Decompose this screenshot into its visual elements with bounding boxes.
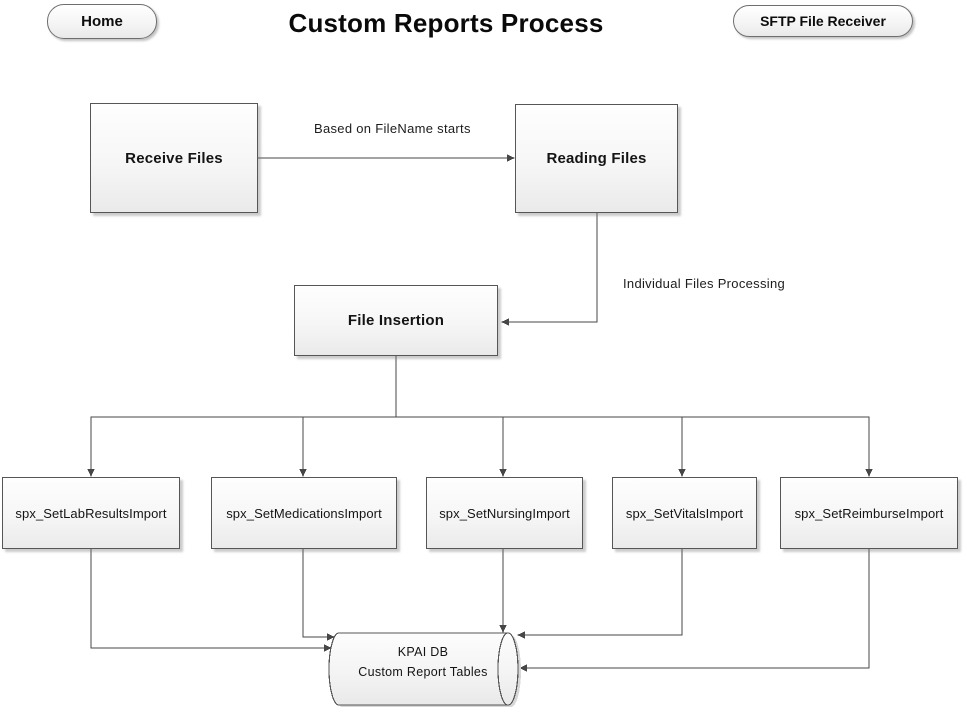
database-subtitle: Custom Report Tables: [358, 665, 488, 679]
node-spx-setreimburseimport: spx_SetReimburseImport: [780, 477, 958, 549]
database-node-label: KPAI DB Custom Report Tables: [338, 642, 508, 682]
connector-vitals-to-db: [525, 549, 683, 636]
arrowhead-db-left-upper: [327, 633, 335, 641]
page-title: Custom Reports Process: [288, 8, 604, 38]
connector-labresults-to-db: [90, 549, 324, 649]
edge-label-individual-files: Individual Files Processing: [623, 276, 786, 291]
connector-reimburse-to-db: [527, 549, 870, 669]
database-name: KPAI DB: [397, 645, 449, 659]
database-cylinder: [328, 632, 521, 707]
database-right-cap: [497, 632, 519, 706]
connector-medications-to-db: [302, 549, 327, 638]
home-button[interactable]: Home: [47, 4, 157, 39]
database-body: [339, 633, 508, 705]
node-reading-files: Reading Files: [515, 104, 678, 213]
arrowhead-db-right-upper: [517, 631, 525, 639]
sftp-file-receiver-button[interactable]: SFTP File Receiver: [733, 5, 913, 37]
node-spx-setlabresultsimport: spx_SetLabResultsImport: [2, 477, 180, 549]
edge-label-based-on-filename: Based on FileName starts: [314, 121, 471, 136]
connector-distribution-line: [90, 416, 870, 472]
connector-reading-to-insertion: [509, 213, 598, 323]
arrowhead-into-medications: [299, 469, 307, 477]
arrowhead-into-insertion: [501, 318, 509, 326]
arrowhead-db-top: [499, 625, 507, 633]
node-spx-setnursingimport: spx_SetNursingImport: [426, 477, 583, 549]
node-spx-setvitalsimport: spx_SetVitalsImport: [612, 477, 757, 549]
arrowhead-db-left-lower: [324, 644, 332, 652]
arrowhead-into-vitals: [678, 469, 686, 477]
node-spx-setmedicationsimport: spx_SetMedicationsImport: [211, 477, 397, 549]
node-receive-files: Receive Files: [90, 103, 258, 213]
node-file-insertion: File Insertion: [294, 285, 498, 356]
arrowhead-into-labresults: [87, 469, 95, 477]
arrowhead-db-right-lower: [519, 664, 527, 672]
arrowhead-into-reading: [507, 154, 515, 162]
arrowhead-into-reimburse: [865, 469, 873, 477]
arrowhead-into-nursing: [499, 469, 507, 477]
